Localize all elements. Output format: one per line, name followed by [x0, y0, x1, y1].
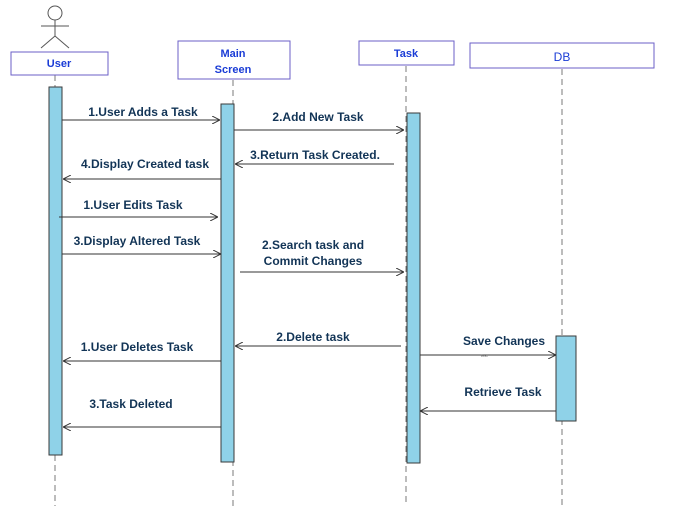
task-activation-bar [406, 112, 421, 464]
message-label: 1.User Adds a Task [88, 105, 198, 119]
message-sublabel: Text [480, 353, 488, 358]
user-actor-icon [40, 5, 70, 49]
message-label: Commit Changes [264, 254, 363, 268]
message-label: 2.Search task and [262, 238, 364, 252]
task-participant-box [358, 40, 455, 66]
message-label: Save Changes [463, 334, 545, 348]
message-label: 3.Display Altered Task [74, 234, 201, 248]
user-activation-bar [48, 86, 63, 456]
message-label: 3.Task Deleted [89, 397, 172, 411]
main-screen-participant-label-line1: Main [220, 48, 245, 60]
message-label: 4.Display Created task [81, 157, 209, 171]
task-participant-label: Task [394, 48, 419, 60]
db-activation-bar [555, 335, 577, 422]
main-screen-participant-box [177, 40, 291, 80]
main-screen-participant-label-line2: Screen [215, 64, 252, 76]
message-label: 1.User Edits Task [83, 198, 182, 212]
message-label: 3.Return Task Created. [250, 148, 380, 162]
user-participant-label: User [47, 58, 72, 70]
message-label: 1.User Deletes Task [81, 340, 194, 354]
user-participant-box [10, 51, 109, 76]
message-label: Retrieve Task [464, 385, 541, 399]
message-label: 2.Delete task [276, 330, 350, 344]
main-screen-activation-bar [220, 103, 235, 463]
message-label: 2.Add New Task [272, 110, 363, 124]
db-participant-label: DB [554, 50, 571, 64]
db-participant-box [469, 42, 655, 69]
